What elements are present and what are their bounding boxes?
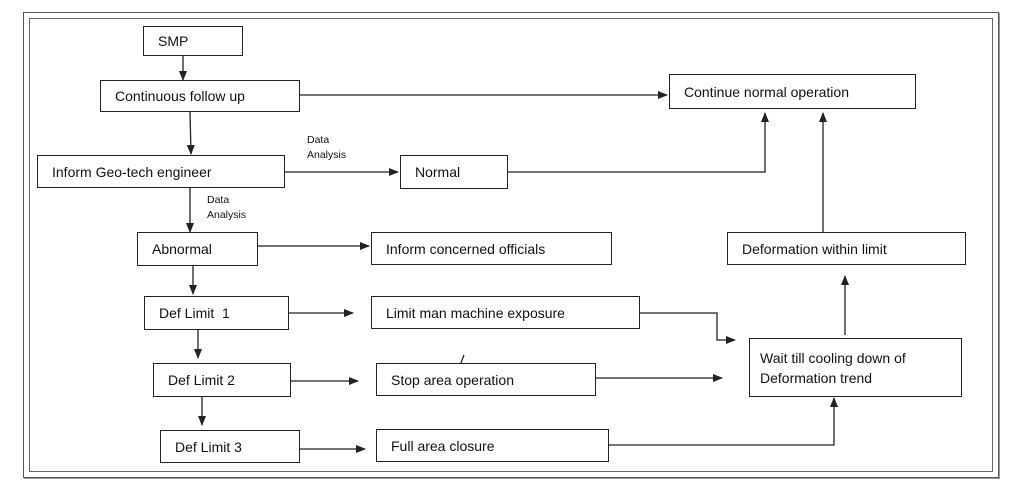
node-abnormal-label: Abnormal <box>152 241 212 257</box>
node-inform-concerned-officials-label: Inform concerned officials <box>386 240 546 257</box>
node-inform-geotech-engineer: Inform Geo-tech engineer <box>37 155 285 188</box>
node-continuous-follow-up-label: Continuous follow up <box>115 88 245 104</box>
edge-label-line: Data <box>207 194 230 206</box>
node-abnormal: Abnormal <box>137 232 258 266</box>
node-def-limit-2-label: Def Limit 2 <box>168 372 235 388</box>
edge-label-data-analysis-abnormal: Data Analysis <box>207 193 246 223</box>
node-stop-area-operation-label: Stop area operation <box>391 371 514 388</box>
node-full-area-closure: Full area closure <box>376 429 609 462</box>
node-inform-geotech-engineer-label: Inform Geo-tech engineer <box>52 163 212 180</box>
node-smp-label: SMP <box>158 33 189 49</box>
node-wait-till-cooling-down: Wait till cooling down of Deformation tr… <box>749 338 962 397</box>
node-def-limit-1: Def Limit 1 <box>144 296 289 330</box>
node-full-area-closure-label: Full area closure <box>391 437 495 454</box>
arrow-followup-to-geotech <box>186 111 195 155</box>
node-continue-normal-operation: Continue normal operation <box>669 74 916 109</box>
node-def-limit-1-label: Def Limit 1 <box>159 305 230 321</box>
node-deformation-within-limit: Deformation within limit <box>727 232 966 265</box>
edge-label-line: Analysis <box>207 209 247 221</box>
node-def-limit-3-label: Def Limit 3 <box>175 438 242 455</box>
node-smp: SMP <box>143 26 243 56</box>
arrow-closure-to-wait <box>609 397 838 446</box>
edge-label-line: Analysis <box>307 149 347 161</box>
node-limit-man-machine-exposure: Limit man machine exposure <box>371 296 640 329</box>
node-continuous-follow-up: Continuous follow up <box>100 80 300 112</box>
node-normal: Normal <box>400 155 508 189</box>
node-def-limit-3: Def Limit 3 <box>160 430 300 463</box>
node-def-limit-2: Def Limit 2 <box>153 363 291 397</box>
node-normal-label: Normal <box>415 164 461 180</box>
arrow-normal-to-continue <box>508 112 769 173</box>
node-stop-area-operation: Stop area operation <box>376 363 596 396</box>
edge-label-line: Data <box>307 134 330 146</box>
edge-label-data-analysis-normal: Data Analysis <box>307 133 346 163</box>
inner-border <box>29 18 993 472</box>
node-wait-till-cooling-down-label: Wait till cooling down of Deformation tr… <box>760 349 906 386</box>
outer-border <box>23 12 999 478</box>
node-inform-concerned-officials: Inform concerned officials <box>371 232 612 265</box>
node-continue-normal-operation-label: Continue normal operation <box>684 83 849 100</box>
node-deformation-within-limit-label: Deformation within limit <box>742 240 887 257</box>
node-limit-man-machine-exposure-label: Limit man machine exposure <box>386 304 565 321</box>
arrow-exposure-to-wait <box>640 312 736 344</box>
